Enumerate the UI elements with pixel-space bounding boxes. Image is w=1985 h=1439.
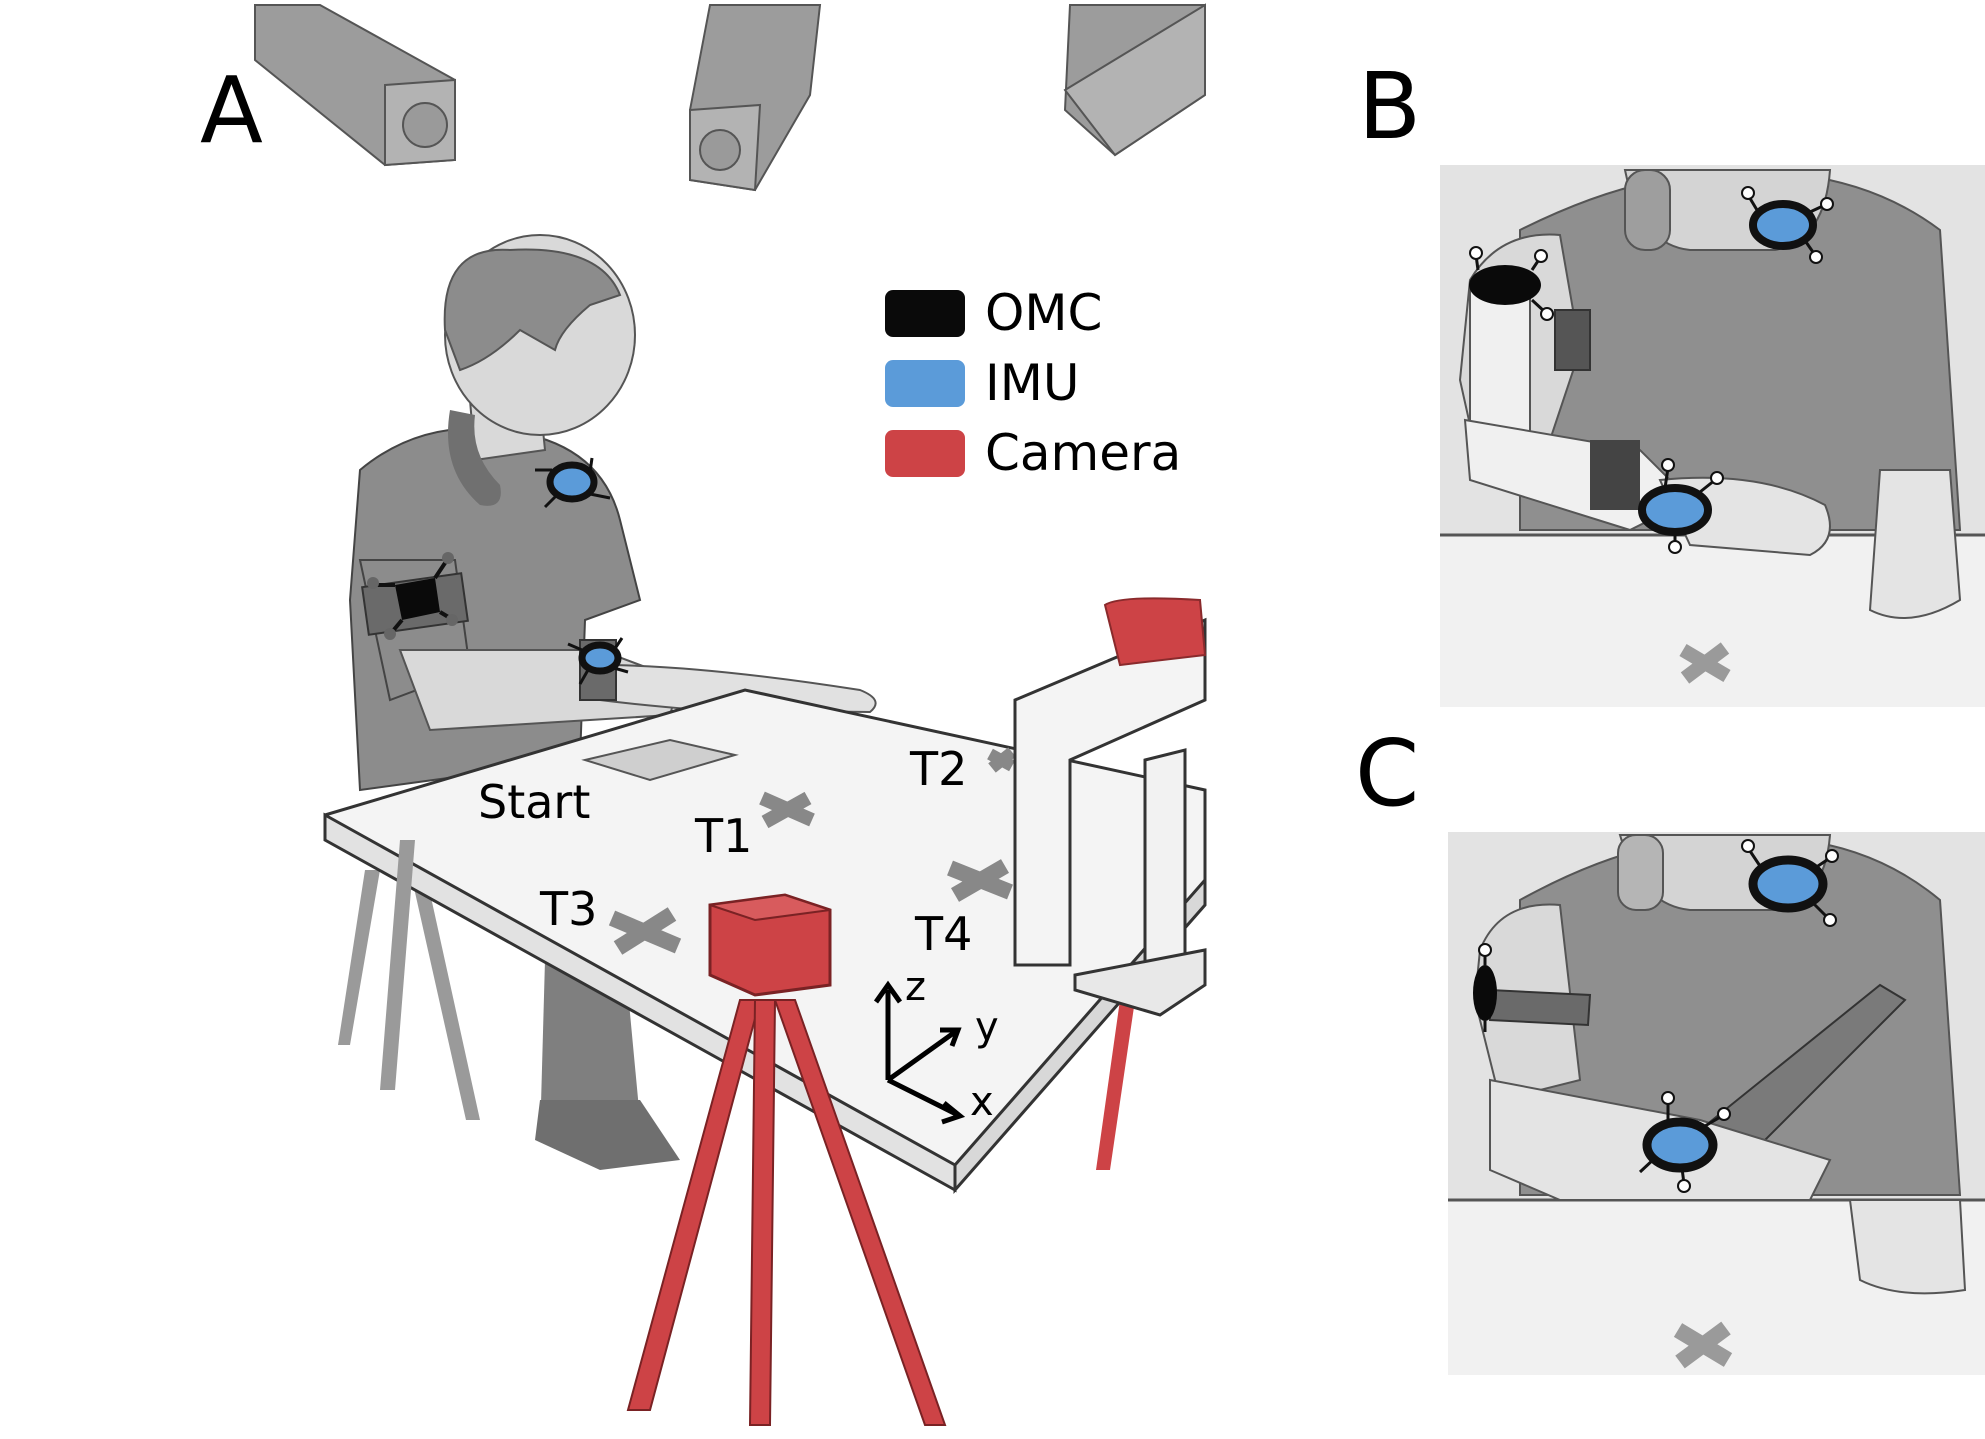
panel-b-label: B (1358, 53, 1421, 160)
panel-b-imu-sternum (1741, 186, 1834, 264)
label-t2: T2 (909, 742, 967, 796)
omc-marker-upper-arm (367, 552, 458, 640)
monitor (1013, 617, 1207, 1017)
panel-b: B (1358, 53, 1985, 707)
panel-c-imu-sternum (1741, 839, 1839, 927)
coordinate-axes (873, 980, 966, 1125)
target-cross-t1 (759, 791, 815, 829)
legend-swatch-omc (885, 290, 965, 337)
tripod-camera[interactable] (626, 893, 947, 1426)
panel-c-target-cross (1673, 1321, 1733, 1369)
imu-wrist (567, 637, 629, 685)
panel-c: C (1355, 720, 1985, 1375)
axis-label-z: z (905, 964, 926, 1010)
panel-b-omc-marker (1469, 246, 1554, 321)
legend-swatch-camera (885, 430, 965, 477)
axis-label-y: y (975, 1004, 999, 1050)
imu-sternum (535, 457, 611, 509)
legend-label-camera: Camera (985, 424, 1181, 482)
label-t1: T1 (694, 809, 752, 863)
legend-label-omc: OMC (985, 284, 1102, 342)
panel-c-imu-wrist (1638, 1091, 1731, 1193)
legend: OMC IMU Camera (885, 284, 1181, 482)
seated-person (348, 234, 877, 1170)
panel-a: A (200, 3, 1207, 1426)
target-cross-t2 (987, 747, 1016, 773)
legend-swatch-imu (885, 360, 965, 407)
legend-label-imu: IMU (985, 354, 1079, 412)
label-t3: T3 (539, 882, 597, 936)
ceiling-omc-camera-right (1063, 3, 1206, 157)
panel-a-label: A (200, 57, 263, 164)
label-t4: T4 (914, 907, 972, 961)
target-cross-t4 (947, 859, 1013, 902)
red-chair (1103, 597, 1207, 667)
axis-label-x: x (970, 1079, 994, 1125)
ceiling-omc-camera-left (254, 4, 456, 167)
ceiling-omc-camera-middle (689, 4, 822, 192)
panel-b-target-cross (1679, 642, 1731, 684)
panel-c-label: C (1355, 720, 1419, 827)
target-cross-t3 (608, 907, 682, 955)
label-start: Start (478, 775, 590, 829)
panel-b-imu-wrist (1638, 458, 1724, 554)
panel-c-omc-marker (1473, 943, 1497, 1032)
